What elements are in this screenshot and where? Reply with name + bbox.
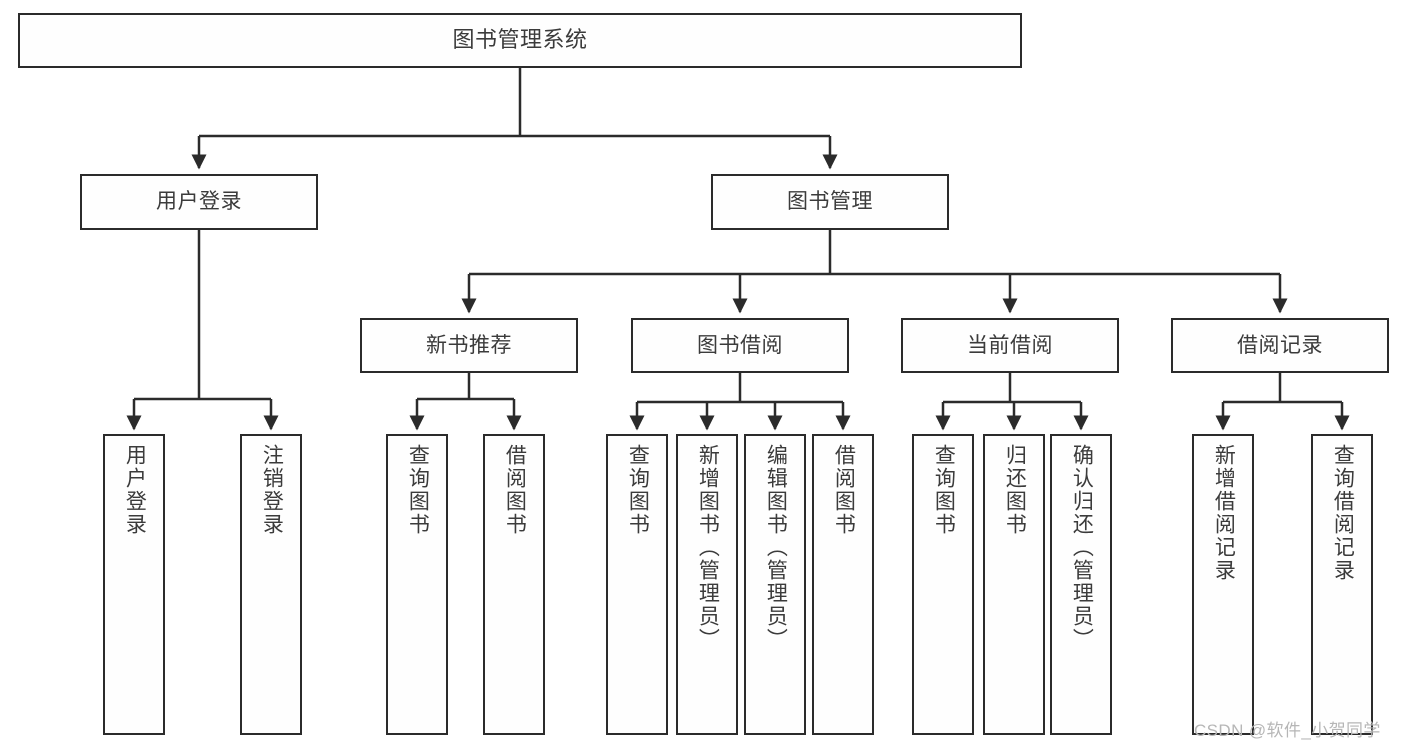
node-leaf-borrow-book-2-label: 借阅图书: [832, 444, 856, 536]
node-leaf-query-book-1-label: 查询图书: [406, 444, 430, 536]
node-leaf-borrow-book-1-label: 借阅图书: [503, 444, 527, 536]
node-leaf-borrow-book-1[interactable]: 借阅图书: [483, 434, 545, 735]
node-leaf-borrow-book-2[interactable]: 借阅图书: [812, 434, 874, 735]
node-leaf-add-book[interactable]: 新增图书（管理员）: [676, 434, 738, 735]
node-leaf-query-record-label: 查询借阅记录: [1331, 444, 1355, 582]
node-leaf-return-book-label: 归还图书: [1003, 444, 1027, 536]
node-leaf-user-login-label: 用户登录: [123, 444, 147, 536]
node-leaf-query-book-1[interactable]: 查询图书: [386, 434, 448, 735]
csdn-watermark: CSDN @软件_小贺同学: [1194, 721, 1381, 740]
node-leaf-confirm-return[interactable]: 确认归还（管理员）: [1050, 434, 1112, 735]
node-user-login[interactable]: 用户登录: [80, 174, 318, 230]
node-leaf-confirm-return-label: 确认归还（管理员）: [1070, 444, 1094, 651]
node-leaf-edit-book-label: 编辑图书（管理员）: [764, 444, 788, 651]
node-new-book-recommend[interactable]: 新书推荐: [360, 318, 578, 373]
node-book-borrow[interactable]: 图书借阅: [631, 318, 849, 373]
node-leaf-return-book[interactable]: 归还图书: [983, 434, 1045, 735]
node-leaf-query-book-3[interactable]: 查询图书: [912, 434, 974, 735]
node-borrow-record-label: 借阅记录: [1237, 333, 1323, 357]
node-leaf-add-record[interactable]: 新增借阅记录: [1192, 434, 1254, 735]
node-leaf-logout[interactable]: 注销登录: [240, 434, 302, 735]
node-leaf-query-book-3-label: 查询图书: [932, 444, 956, 536]
node-book-manage[interactable]: 图书管理: [711, 174, 949, 230]
node-leaf-edit-book[interactable]: 编辑图书（管理员）: [744, 434, 806, 735]
node-book-borrow-label: 图书借阅: [697, 333, 783, 357]
node-leaf-query-book-2[interactable]: 查询图书: [606, 434, 668, 735]
node-leaf-query-record[interactable]: 查询借阅记录: [1311, 434, 1373, 735]
node-book-manage-label: 图书管理: [787, 190, 873, 214]
node-root-label: 图书管理系统: [452, 27, 588, 53]
node-current-borrow-label: 当前借阅: [967, 333, 1053, 357]
node-borrow-record[interactable]: 借阅记录: [1171, 318, 1389, 373]
node-leaf-add-book-label: 新增图书（管理员）: [696, 444, 720, 651]
node-new-book-recommend-label: 新书推荐: [426, 333, 512, 357]
node-root[interactable]: 图书管理系统: [18, 13, 1022, 68]
node-leaf-query-book-2-label: 查询图书: [626, 444, 650, 536]
node-leaf-add-record-label: 新增借阅记录: [1212, 444, 1236, 582]
node-current-borrow[interactable]: 当前借阅: [901, 318, 1119, 373]
node-user-login-label: 用户登录: [156, 190, 242, 214]
node-leaf-logout-label: 注销登录: [260, 444, 284, 536]
node-leaf-user-login[interactable]: 用户登录: [103, 434, 165, 735]
